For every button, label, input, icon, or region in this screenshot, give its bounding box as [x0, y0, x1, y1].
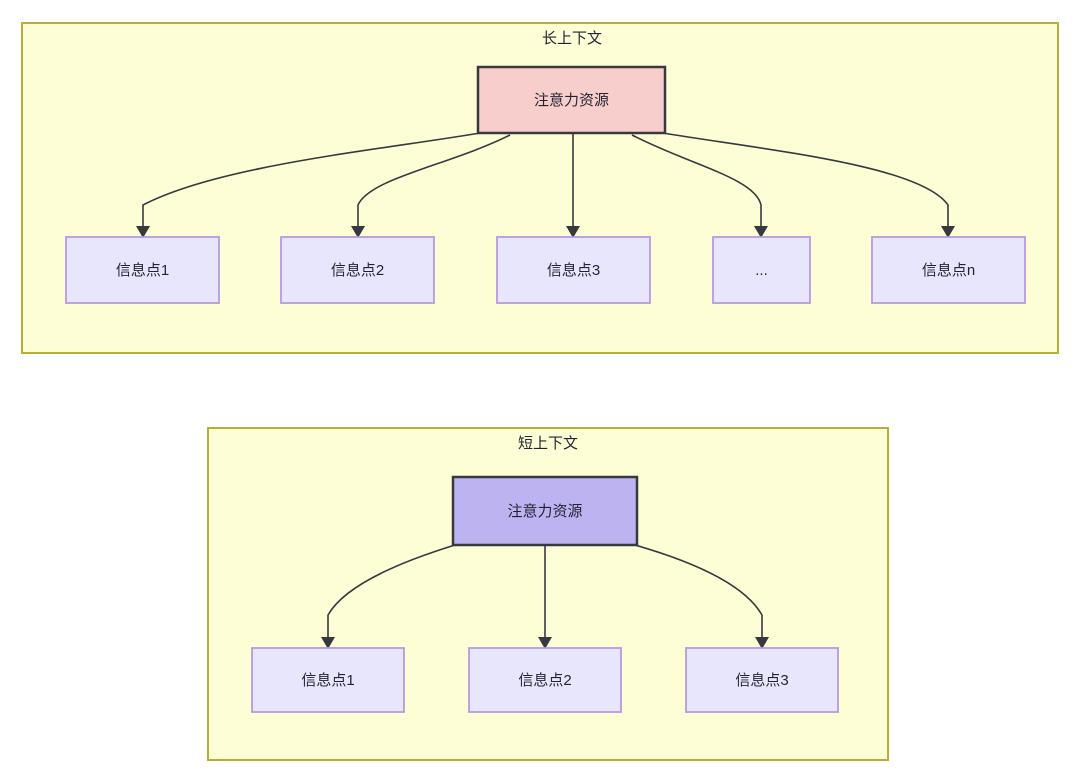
node-label-info-point-2-long: 信息点2	[331, 262, 384, 279]
panel-short-context: 短上下文 注意力资源 信息点1 信息点2	[207, 427, 889, 761]
panel-long-context: 长上下文 注意力资源 信息	[21, 22, 1059, 354]
node-rect-info-point-2-short[interactable]	[468, 647, 622, 713]
node-info-point-ellipsis-long[interactable]: ...	[712, 236, 811, 304]
arrow-head-leaf-n	[941, 226, 955, 238]
node-info-point-1-short[interactable]: 信息点1	[251, 647, 405, 713]
node-label-info-point-2-short: 信息点2	[518, 672, 571, 689]
arrow-head-leaf-3-short	[755, 637, 769, 649]
node-label-info-point-1-long: 信息点1	[116, 262, 169, 279]
node-rect-info-point-3-short[interactable]	[685, 647, 839, 713]
node-attention-resource-short[interactable]: 注意力资源	[451, 475, 639, 547]
arrow-head-leaf-1-short	[321, 637, 335, 649]
panel-title-short-context: 短上下文	[518, 435, 578, 452]
edge-root-to-leaf-1-short	[327, 544, 456, 639]
arrow-head-leaf-2	[351, 226, 365, 238]
node-label-info-point-1-short: 信息点1	[301, 672, 354, 689]
node-rect-info-point-ellipsis-long[interactable]	[712, 236, 811, 304]
node-rect-info-point-2-long[interactable]	[280, 236, 435, 304]
node-info-point-2-long[interactable]: 信息点2	[280, 236, 435, 304]
node-label-attention-resource-long: 注意力资源	[534, 91, 609, 109]
arrow-head-leaf-3	[566, 226, 580, 238]
node-label-info-point-3-short: 信息点3	[735, 672, 788, 689]
node-attention-resource-long[interactable]: 注意力资源	[476, 65, 667, 135]
node-label-info-point-ellipsis-long: ...	[755, 262, 768, 279]
edge-root-to-leaf-n	[662, 132, 949, 228]
arrow-head-leaf-1	[136, 226, 150, 238]
node-rect-info-point-1-long[interactable]	[65, 236, 220, 304]
node-rect-attention-resource-long[interactable]	[476, 65, 667, 135]
node-info-point-3-long[interactable]: 信息点3	[496, 236, 651, 304]
arrow-head-leaf-ellipsis	[754, 226, 768, 238]
node-label-info-point-3-long: 信息点3	[547, 262, 600, 279]
node-rect-info-point-1-short[interactable]	[251, 647, 405, 713]
node-info-point-2-short[interactable]: 信息点2	[468, 647, 622, 713]
edge-group-short-context	[321, 544, 769, 649]
node-label-info-point-n-long: 信息点n	[922, 262, 975, 279]
panel-title-long-context: 长上下文	[542, 30, 602, 47]
edge-root-to-leaf-2	[357, 134, 511, 228]
edge-root-to-leaf-ellipsis	[631, 134, 762, 228]
node-info-point-n-long[interactable]: 信息点n	[871, 236, 1026, 304]
arrow-head-leaf-2-short	[538, 637, 552, 649]
edge-root-to-leaf-3-short	[634, 544, 763, 639]
edge-root-to-leaf-1	[142, 132, 481, 228]
node-info-point-1-long[interactable]: 信息点1	[65, 236, 220, 304]
edge-group-long-context	[136, 132, 955, 238]
node-label-attention-resource-short: 注意力资源	[507, 502, 582, 520]
node-rect-attention-resource-short[interactable]	[451, 475, 639, 547]
node-rect-info-point-3-long[interactable]	[496, 236, 651, 304]
node-info-point-3-short[interactable]: 信息点3	[685, 647, 839, 713]
node-rect-info-point-n-long[interactable]	[871, 236, 1026, 304]
